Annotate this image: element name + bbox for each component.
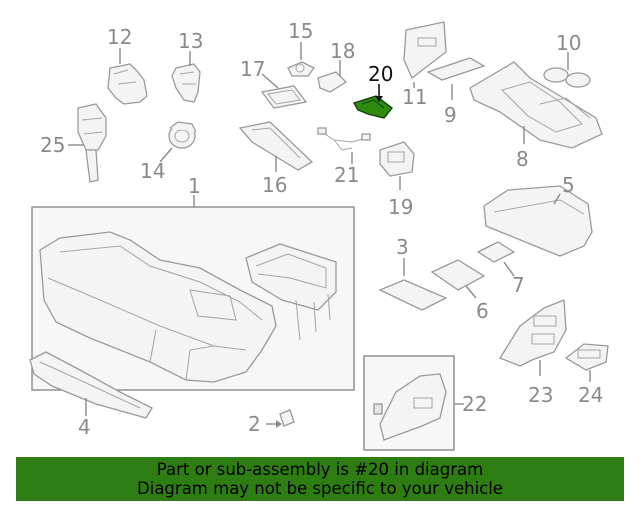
- callout-19: 19: [388, 195, 413, 219]
- part-14: 14: [140, 121, 197, 183]
- part-11: 11: [402, 21, 447, 109]
- callout-10: 10: [556, 31, 581, 55]
- part-2: 2: [248, 409, 295, 436]
- info-banner: Part or sub-assembly is #20 in diagram D…: [16, 457, 624, 501]
- callout-22: 22: [462, 392, 487, 416]
- callout-25: 25: [40, 133, 65, 157]
- callout-3: 3: [396, 235, 409, 259]
- callout-13: 13: [178, 29, 203, 53]
- callout-1: 1: [188, 174, 201, 198]
- callout-16: 16: [262, 173, 287, 197]
- callout-14: 14: [140, 159, 165, 183]
- callout-18: 18: [330, 39, 355, 63]
- callout-20: 20: [368, 62, 393, 86]
- callout-17: 17: [240, 57, 265, 81]
- callout-6: 6: [476, 299, 489, 323]
- callout-7: 7: [512, 273, 525, 297]
- callout-4: 4: [78, 415, 91, 439]
- part-6: 6: [430, 259, 489, 323]
- callout-2: 2: [248, 412, 261, 436]
- callout-12: 12: [107, 25, 132, 49]
- callout-8: 8: [516, 147, 529, 171]
- part-1-box: 1: [31, 174, 355, 391]
- callout-5: 5: [562, 173, 575, 197]
- part-5: 5: [483, 173, 593, 257]
- part-18: 18: [317, 39, 355, 93]
- part-7: 7: [476, 241, 525, 297]
- part-22-box: 22: [363, 355, 487, 451]
- part-24: 24: [564, 343, 609, 407]
- callout-21: 21: [334, 163, 359, 187]
- part-8: 8: [469, 61, 603, 171]
- callout-24: 24: [578, 383, 603, 407]
- part-12: 12: [107, 25, 148, 105]
- banner-line-1: Part or sub-assembly is #20 in diagram: [156, 460, 484, 479]
- part-16: 16: [238, 121, 314, 197]
- parts-diagram: 12 13 25 14 15 18 17: [29, 19, 609, 451]
- part-13: 13: [171, 29, 203, 103]
- part-25: 25: [40, 103, 107, 183]
- callout-23: 23: [528, 383, 553, 407]
- part-20-highlighted: 20: [352, 62, 393, 119]
- part-19: 19: [379, 141, 415, 219]
- part-9: 9: [426, 57, 486, 127]
- banner-line-2: Diagram may not be specific to your vehi…: [137, 479, 503, 498]
- callout-11: 11: [402, 85, 427, 109]
- part-10: 10: [543, 31, 591, 88]
- part-15: 15: [287, 19, 315, 77]
- part-3: 3: [378, 235, 448, 311]
- callout-15: 15: [288, 19, 313, 43]
- callout-9: 9: [444, 103, 457, 127]
- part-4: 4: [29, 351, 153, 439]
- part-21: 21: [317, 127, 371, 187]
- part-23: 23: [499, 299, 567, 407]
- part-17: 17: [240, 57, 308, 109]
